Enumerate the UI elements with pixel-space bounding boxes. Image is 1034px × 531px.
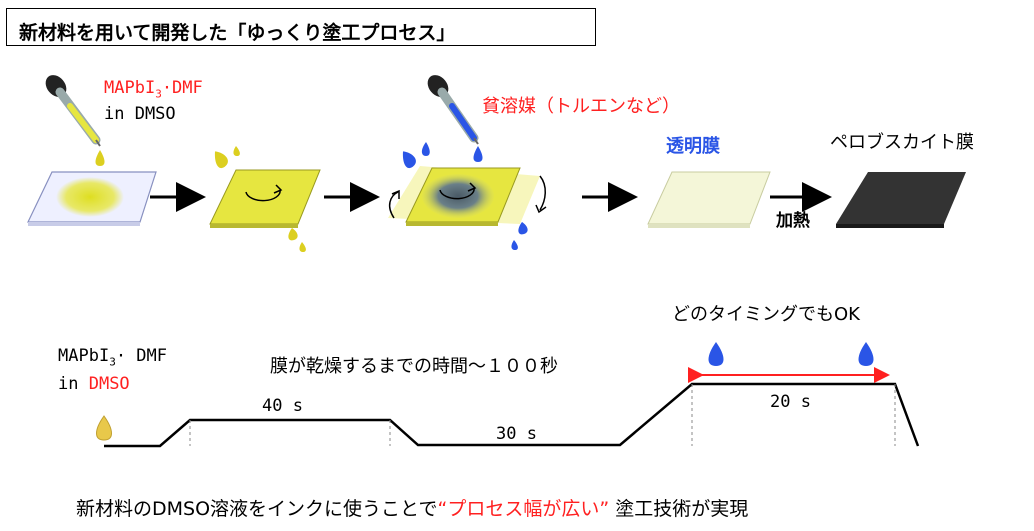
substrate-1	[27, 171, 157, 226]
title-box: 新材料を用いて開発した「ゆっくり塗工プロセス」	[6, 8, 596, 46]
footer-text: 新材料のDMSO溶液をインクに使うことで“プロセス幅が広い” 塗工技術が実現	[76, 498, 749, 520]
heating-label: 加熱	[776, 211, 810, 231]
yellow-drop-icon	[95, 150, 105, 166]
blue-drop-icon	[473, 146, 483, 162]
blue-drop-icon	[708, 342, 724, 366]
yellow-drop-icon	[214, 151, 228, 169]
substrate-5-perovskite-film	[836, 172, 966, 228]
substrate-4-transparent-film	[647, 171, 771, 228]
step1-duration: 40 s	[262, 396, 303, 416]
process-profile-line	[104, 382, 920, 448]
poor-solvent-label: 貧溶媒（トルエンなど）	[482, 96, 680, 117]
blue-drop-icon	[858, 342, 874, 366]
yellow-drop-icon	[299, 242, 306, 252]
dry-time-label: 膜が乾燥するまでの時間～１００秒	[270, 356, 558, 377]
page-title: 新材料を用いて開発した「ゆっくり塗工プロセス」	[19, 22, 456, 44]
pipette-blue-icon	[427, 75, 479, 145]
transparent-film-label: 透明膜	[666, 136, 720, 157]
step3-duration: 20 s	[770, 392, 811, 412]
blue-drop-icon	[518, 222, 528, 235]
any-timing-label: どのタイミングでもOK	[672, 304, 860, 325]
substrate-3	[388, 166, 547, 226]
blue-drop-icon	[511, 240, 518, 250]
blue-drop-icon	[421, 142, 430, 156]
blue-drop-icon	[402, 151, 416, 169]
step2-duration: 30 s	[496, 424, 537, 444]
pipette-yellow-icon	[45, 75, 101, 147]
solute-label: MAPbI3·DMF	[104, 78, 203, 101]
solvent-label: in DMSO	[104, 104, 176, 124]
substrate-2	[209, 169, 321, 228]
yellow-drop-icon	[288, 228, 298, 241]
yellow-drop-icon	[233, 146, 240, 156]
perovskite-film-label: ペロブスカイト膜	[830, 132, 974, 153]
timeline-solvent-label: in DMSO	[58, 374, 130, 394]
yellow-drop-icon	[96, 415, 112, 441]
timeline-solute-label: MAPbI3· DMF	[58, 346, 167, 369]
